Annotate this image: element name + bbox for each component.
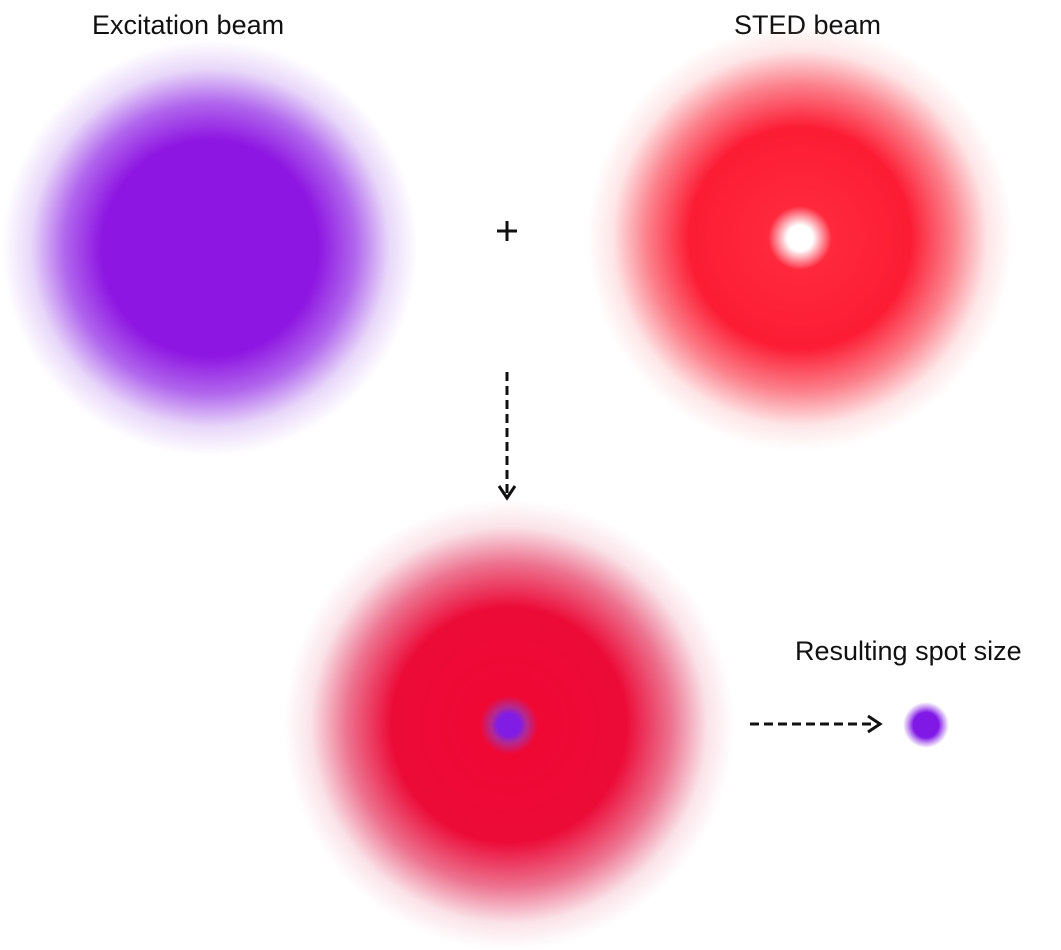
dashed-down-arrow-icon [497, 372, 517, 501]
sted-beam [587, 25, 1013, 451]
dashed-right-arrow-icon [750, 714, 883, 734]
plus-icon [497, 221, 517, 241]
combined-beam [284, 500, 734, 950]
excitation-beam [2, 40, 418, 456]
resulting-spot-label: Resulting spot size [795, 636, 1022, 666]
excitation-beam-label: Excitation beam [92, 10, 285, 40]
resulting-spot [903, 702, 949, 748]
